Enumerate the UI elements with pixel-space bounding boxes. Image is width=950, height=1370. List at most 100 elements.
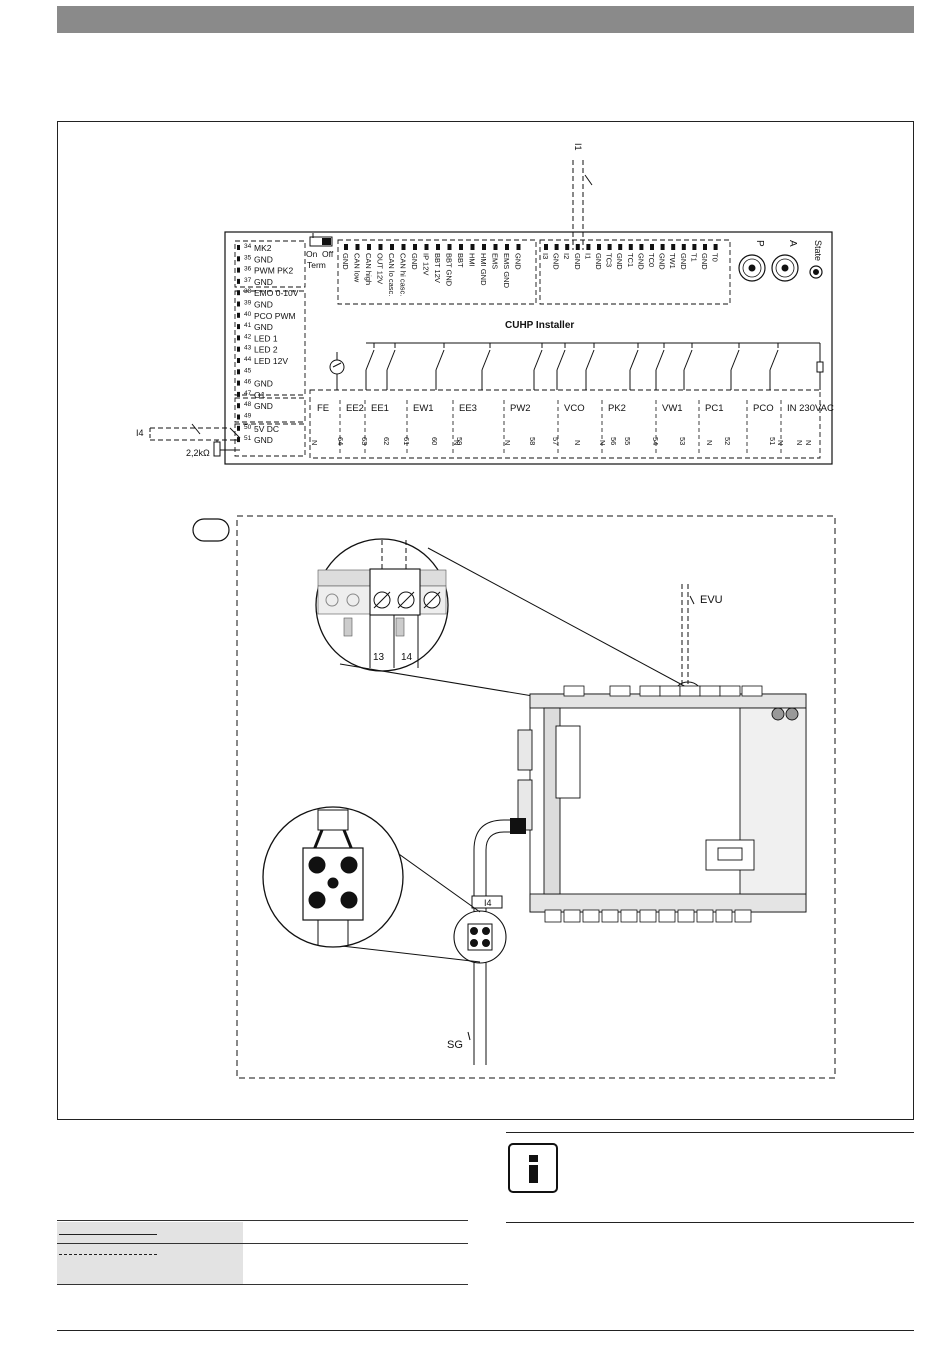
svg-text:T0: T0 [711,253,720,262]
svg-text:EMS: EMS [491,253,500,269]
output-terminal-number: 55 [623,437,632,445]
evu-label: EVU [700,594,723,606]
output-terminal-number: 57 [551,437,560,445]
output-terminal-number: 54 [651,437,660,445]
top-terminal: CAN low [353,244,362,283]
svg-text:I3: I3 [541,253,550,259]
neutral-terminal: N [452,440,461,445]
svg-text:O1: O1 [254,390,266,400]
dial-p [738,254,766,282]
svg-text:LED 1: LED 1 [254,333,278,343]
svg-text:GND: GND [254,300,273,310]
info-bottom-rule [506,1222,914,1223]
svg-text:45: 45 [244,367,252,374]
svg-text:LED 2: LED 2 [254,345,278,355]
info-top-rule [506,1132,914,1133]
legend-dashed-line-sample [59,1254,157,1255]
zoom-connector-small [453,910,507,964]
top-terminal: CAN high [364,244,373,285]
output-terminal-number: 62 [382,437,391,445]
svg-text:39: 39 [244,300,252,307]
svg-text:TC1: TC1 [626,253,635,267]
svg-text:BBT: BBT [456,253,465,268]
svg-text:44: 44 [244,356,252,363]
svg-text:36: 36 [244,266,252,273]
svg-text:34: 34 [244,243,252,250]
top-terminal: BBT 12V [433,244,442,283]
top-terminal: EMS GND [502,244,511,289]
top-terminal: GND [573,244,582,270]
output-terminal-number: 60 [430,437,439,445]
output-group-label: EW1 [413,403,434,414]
top-terminal: TC3 [605,244,614,267]
top-terminal: GND [679,244,688,270]
top-terminal: GND [514,244,523,270]
switch-on-label: On [306,249,318,259]
svg-text:49: 49 [244,413,252,420]
board-title: CUHP Installer [505,320,574,331]
header-bar [57,6,914,33]
top-terminal: GND [636,244,645,270]
resistor-label: 2,2kΩ [186,448,210,458]
output-group-label: FE [317,403,329,414]
svg-text:CAN high: CAN high [364,253,373,285]
sg-label: SG [447,1039,463,1051]
top-terminal: IP 12V [422,244,431,275]
svg-text:48: 48 [244,401,252,408]
controller-module [517,693,807,913]
top-terminal: BBT GND [445,244,454,287]
svg-text:GND: GND [254,435,273,445]
neutral-terminal: N [804,440,813,445]
output-terminal-number: 59 [455,437,464,445]
output-group-label: PW2 [510,403,531,414]
top-terminal: TC1 [626,244,635,267]
svg-text:PWM PK2: PWM PK2 [254,266,293,276]
output-group-label: PC1 [705,403,723,414]
option-marker [192,518,230,542]
svg-text:GND: GND [658,253,667,270]
top-terminal: GND [341,244,350,270]
svg-text:42: 42 [244,333,252,340]
svg-text:I1: I1 [583,253,592,259]
dial-p-label: P [754,240,765,247]
top-terminal: GND [658,244,667,270]
output-group-label: PK2 [608,403,626,414]
output-terminal-number: 63 [360,437,369,445]
top-terminal: EMS [491,244,500,269]
svg-text:GND: GND [679,253,688,270]
top-terminal: T0 [711,244,720,262]
state-label: State [813,240,823,261]
svg-text:BBT GND: BBT GND [445,253,454,287]
zoom-connector-large [262,806,404,948]
svg-text:GND: GND [514,253,523,270]
top-terminal: TC0 [647,244,656,267]
neutral-terminal: N [795,440,804,445]
top-terminal: HMI [468,244,477,267]
terminal-14-label: 14 [401,652,413,663]
svg-text:46: 46 [244,379,252,386]
svg-text:CAN low: CAN low [353,253,362,283]
top-terminal: T1 [689,244,698,262]
transistor-symbol [329,352,345,390]
svg-text:GND: GND [254,277,273,287]
svg-text:PCO PWM: PCO PWM [254,311,296,321]
svg-text:40: 40 [244,311,252,318]
svg-text:GND: GND [410,253,419,270]
output-group-label: VW1 [662,403,683,414]
svg-text:GND: GND [700,253,709,270]
output-terminal-number: 53 [678,437,687,445]
svg-text:MK2: MK2 [254,243,272,253]
output-group-label: EE3 [459,403,477,414]
legend-sample-column [57,1222,243,1284]
i1-label: I1 [573,143,583,151]
